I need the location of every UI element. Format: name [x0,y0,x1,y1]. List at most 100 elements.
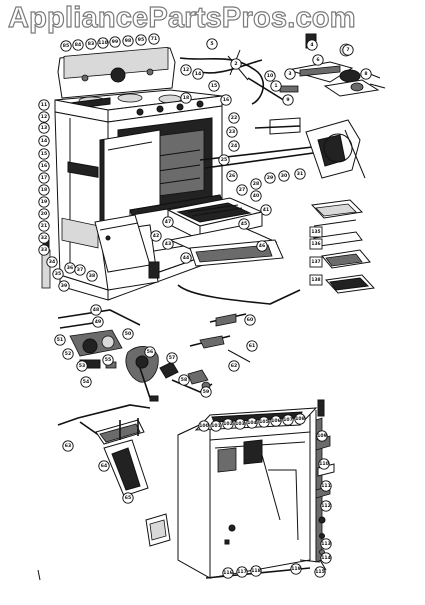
callout-13: 13 [38,122,50,134]
callout-53: 53 [76,360,88,372]
callout-label: 27 [239,187,245,193]
callout-104: 104 [246,417,258,429]
callout-99: 99 [109,36,121,48]
callout-37: 37 [74,264,86,276]
callout-label: 111 [321,483,331,489]
callout-label: 24 [231,143,237,149]
callout-9: 9 [282,94,294,106]
thermostat-assembly [305,119,366,179]
callout-58: 58 [178,374,190,386]
callout-111: 111 [320,480,332,492]
callout-label: 117 [237,569,247,575]
callout-41: 41 [260,204,272,216]
callout-18: 18 [180,92,192,104]
callout-100: 100 [198,420,210,432]
callout-label: 3 [288,71,291,77]
callout-label: 25 [221,157,227,163]
callout-label: 2 [234,61,237,67]
callout-57: 57 [166,352,178,364]
callout-20: 20 [38,208,50,220]
callout-label: 8 [364,71,367,77]
callout-16: 16 [38,160,50,172]
callout-108: 108 [294,413,306,425]
callout-label: 16 [41,163,47,169]
callout-label: 6 [316,57,319,63]
callout-109: 109 [316,430,328,442]
callout-label: 99 [112,39,118,45]
callout-label: 114 [321,555,331,561]
callout-label: 44 [183,255,189,261]
callout-label: 61 [249,343,255,349]
callout-56: 56 [144,346,156,358]
callout-106: 106 [270,415,282,427]
callout-label: 17 [41,175,47,181]
callout-95: 95 [135,34,147,46]
callout-label: 116 [223,570,233,576]
callout-label: 49 [95,319,101,325]
callout-label: 136 [311,241,320,247]
callout-12: 12 [180,64,192,76]
callout-label: 7 [346,47,349,53]
callout-label: 60 [247,317,253,323]
callout-label: 47 [165,219,171,225]
callout-46: 46 [256,240,268,252]
callout-51: 51 [54,334,66,346]
callout-60: 60 [244,314,256,326]
callout-label: 105 [259,419,269,425]
callout-label: 38 [89,273,95,279]
callout-64: 64 [98,460,110,472]
burner-assembly [57,404,151,497]
callout-62: 62 [228,360,240,372]
callout-label: 15 [41,151,47,157]
callout-43: 43 [162,238,174,250]
callout-114: 114 [320,552,332,564]
callout-label: 14 [41,138,47,144]
callout-label: 110 [98,40,108,46]
callout-16: 16 [220,94,232,106]
callout-35: 35 [52,268,64,280]
callout-label: 109 [317,433,327,439]
callout-label: 31 [297,171,303,177]
callout-12: 12 [38,111,50,123]
callout-136: 136 [309,238,323,250]
callout-label: 137 [311,259,320,265]
callout-24: 24 [228,140,240,152]
callout-label: 54 [83,379,89,385]
callout-label: 20 [41,211,47,217]
callout-103: 103 [234,418,246,430]
callout-115: 115 [314,566,326,578]
callout-65: 65 [122,492,134,504]
callout-102: 102 [222,418,234,430]
callout-label: 50 [125,331,131,337]
callout-45: 45 [238,218,250,230]
callout-label: 108 [295,416,305,422]
callout-49: 49 [92,316,104,328]
drip-trays [310,199,376,294]
callout-29: 29 [264,172,276,184]
callout-138: 138 [309,274,323,286]
callout-label: 19 [41,199,47,205]
callout-label: 40 [253,193,259,199]
callout-110: 110 [97,37,109,49]
callout-label: 43 [165,241,171,247]
callout-33: 33 [38,244,50,256]
callout-54: 54 [80,376,92,388]
callout-label: 13 [41,125,47,131]
callout-label: 62 [231,363,237,369]
callout-label: 28 [253,181,259,187]
callout-label: 64 [101,463,107,469]
callout-label: 4 [310,42,313,48]
callout-label: 29 [267,175,273,181]
callout-label: 85 [63,43,69,49]
callout-3: 3 [284,68,296,80]
callout-118: 118 [250,565,262,577]
callout-32: 32 [38,232,50,244]
callout-15: 15 [38,148,50,160]
callout-4: 4 [306,39,318,51]
callout-label: 55 [105,357,111,363]
callout-label: 63 [65,443,71,449]
callout-label: 83 [88,41,94,47]
callout-14: 14 [38,135,50,147]
